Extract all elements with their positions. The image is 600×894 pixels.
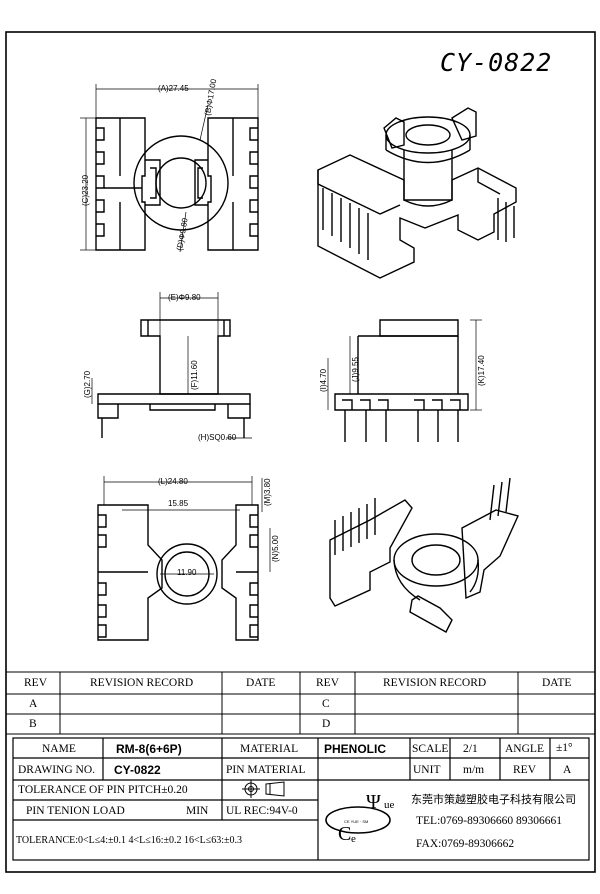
rev-a: A [29,698,38,710]
unit-label: UNIT [413,764,441,776]
company-fax: FAX:0769-89306662 [416,838,515,850]
unit-value: m/m [463,764,485,776]
top-view [95,117,259,251]
rev-value: A [563,764,572,776]
side-view [334,319,469,442]
revision-table-grid [6,671,595,735]
dim-i: (I)4.70 [319,368,328,392]
dim-a: (A)27.45 [158,84,189,93]
dim-m: (M)3.80 [263,478,272,506]
projection-symbol [242,780,285,798]
company-tel: TEL:0769-89306660 89306661 [416,815,562,827]
svg-text:ue: ue [384,799,395,811]
pitch-tolerance: TOLERANCE OF PIN PITCH±0.20 [18,784,188,796]
dim-k: (K)17.40 [477,355,486,386]
pin-material-label: PIN MATERIAL [226,764,306,776]
dim-pitch-top: 15.85 [168,499,189,508]
svg-text:C: C [338,823,351,845]
top-view-dimensions [80,84,259,253]
drawing-number-title: CY-0822 [440,48,553,77]
sheet-border [5,31,596,873]
company-logo: C e Ψ ue CE YUE · SM [325,791,395,845]
ul-rec: UL REC:94V-0 [226,805,298,817]
dim-h: (H)SQ0.60 [198,433,237,442]
svg-text:CE YUE · SM: CE YUE · SM [344,819,368,824]
isometric-view-bottom [329,477,519,633]
svg-text:e: e [351,833,356,845]
name-value: RM-8(6+6P) [116,742,182,756]
dim-c: (C)23.20 [81,174,90,206]
scale-value: 2/1 [463,743,478,755]
angle-value: ±1° [556,742,573,754]
rev-c: C [322,698,330,710]
date-header-1: DATE [246,677,276,689]
material-label: MATERIAL [240,743,299,755]
dim-f: (F)11.60 [190,360,199,390]
svg-text:Ψ: Ψ [366,791,381,813]
name-label: NAME [42,743,76,755]
revision-record-header-2: REVISION RECORD [383,677,487,689]
date-header-2: DATE [542,677,572,689]
dim-l: (L)24.80 [158,477,188,486]
rev-b: B [29,718,37,730]
rev-header-2: REV [316,677,339,689]
isometric-view-top [317,107,517,279]
dim-e: (E)Φ9.80 [168,293,201,302]
dim-j: (J)9.55 [351,357,360,382]
front-view-dimensions [91,292,252,439]
material-value: PHENOLIC [324,742,387,756]
dim-center-bore: 11.90 [177,568,197,577]
rev-label: REV [513,764,536,776]
side-view-dimensions [327,319,482,411]
pin-tension-label: PIN TENION LOAD [26,805,125,817]
angle-label: ANGLE [505,743,544,755]
rev-header-1: REV [24,677,47,689]
drawing-no-value: CY-0822 [114,763,161,777]
dim-g: (G)2.70 [83,370,92,398]
front-view [97,319,251,438]
drawing-no-label: DRAWING NO. [18,764,96,776]
revision-record-header-1: REVISION RECORD [90,677,194,689]
scale-label: SCALE [412,743,449,755]
dim-n: (N)5.00 [271,535,280,562]
general-tolerance: TOLERANCE:0<L≤4:±0.1 4<L≤16:±0.2 16<L≤63… [16,835,243,846]
title-block-grid [12,737,590,861]
bottom-view-dimensions [103,476,271,575]
company-name: 东莞市策越塑胶电子科技有限公司 [411,793,576,806]
rev-d: D [322,718,331,730]
pin-tension-min: MIN [186,805,209,817]
